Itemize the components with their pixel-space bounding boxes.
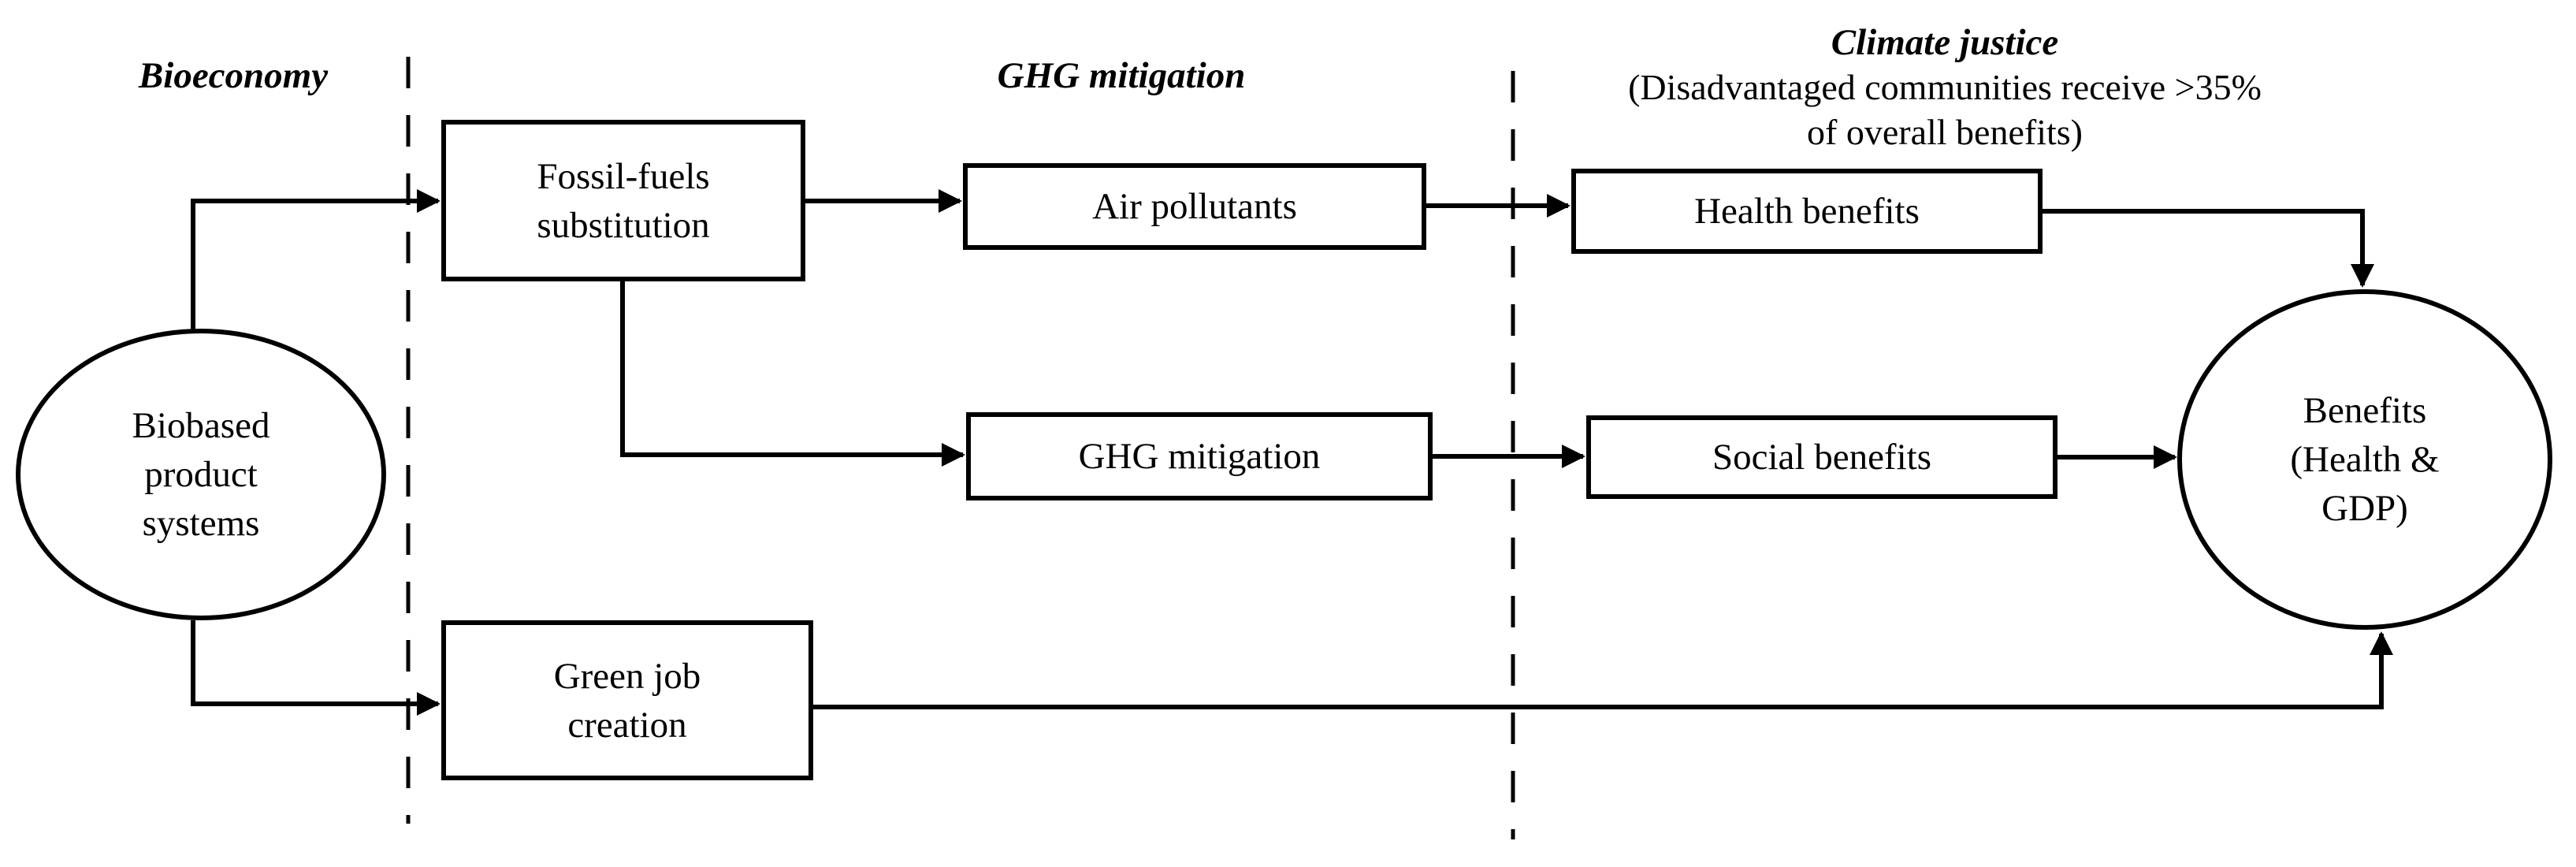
node-label-line: GDP) [2321,488,2408,529]
node-biobased-product-systems: Biobased product systems [16,329,386,620]
node-social-benefits: Social benefits [1586,415,2057,499]
node-label-line: systems [142,503,260,544]
column-label-ghg-mitigation: GHG mitigation [997,55,1246,96]
column-label-climate-justice: Climate justice (Disadvantaged communiti… [1527,20,2362,154]
node-air-pollutants: Air pollutants [963,163,1426,250]
node-health-benefits: Health benefits [1571,169,2043,254]
arrow-biobased-to-green [191,620,440,716]
node-label-line: creation [567,704,687,746]
node-ghg-mitigation: GHG mitigation [966,412,1433,500]
node-label-line: Social benefits [1712,437,1931,478]
node-label-line: (Health & [2290,439,2440,480]
arrow-green-to-benefits [813,631,2393,709]
climate-justice-title: Climate justice [1831,22,2059,63]
node-label-line: Biobased [132,405,270,446]
node-green-job-creation: Green job creation [441,620,813,780]
node-benefits-health-gdp: Benefits (Health & GDP) [2177,289,2552,630]
node-label-line: Benefits [2303,390,2427,431]
arrow-health-to-benefits [2043,209,2374,288]
node-label-line: GHG mitigation [1078,436,1321,477]
climate-justice-subtitle-line1: (Disadvantaged communities receive >35% [1628,67,2262,107]
arrow-biobased-to-fossil [191,189,440,329]
arrow-fossil-to-ghg [620,281,965,467]
node-label-line: substitution [537,204,710,246]
node-label-line: Air pollutants [1092,186,1297,227]
node-label-line: Green job [553,655,701,697]
node-label-line: product [144,454,258,495]
node-label-line: Health benefits [1694,191,1920,232]
node-fossil-fuels-substitution: Fossil-fuels substitution [441,120,805,281]
node-label-line: Fossil-fuels [537,155,710,197]
column-label-bioeconomy: Bioeconomy [138,55,329,96]
climate-justice-subtitle-line2: of overall benefits) [1807,112,2083,152]
